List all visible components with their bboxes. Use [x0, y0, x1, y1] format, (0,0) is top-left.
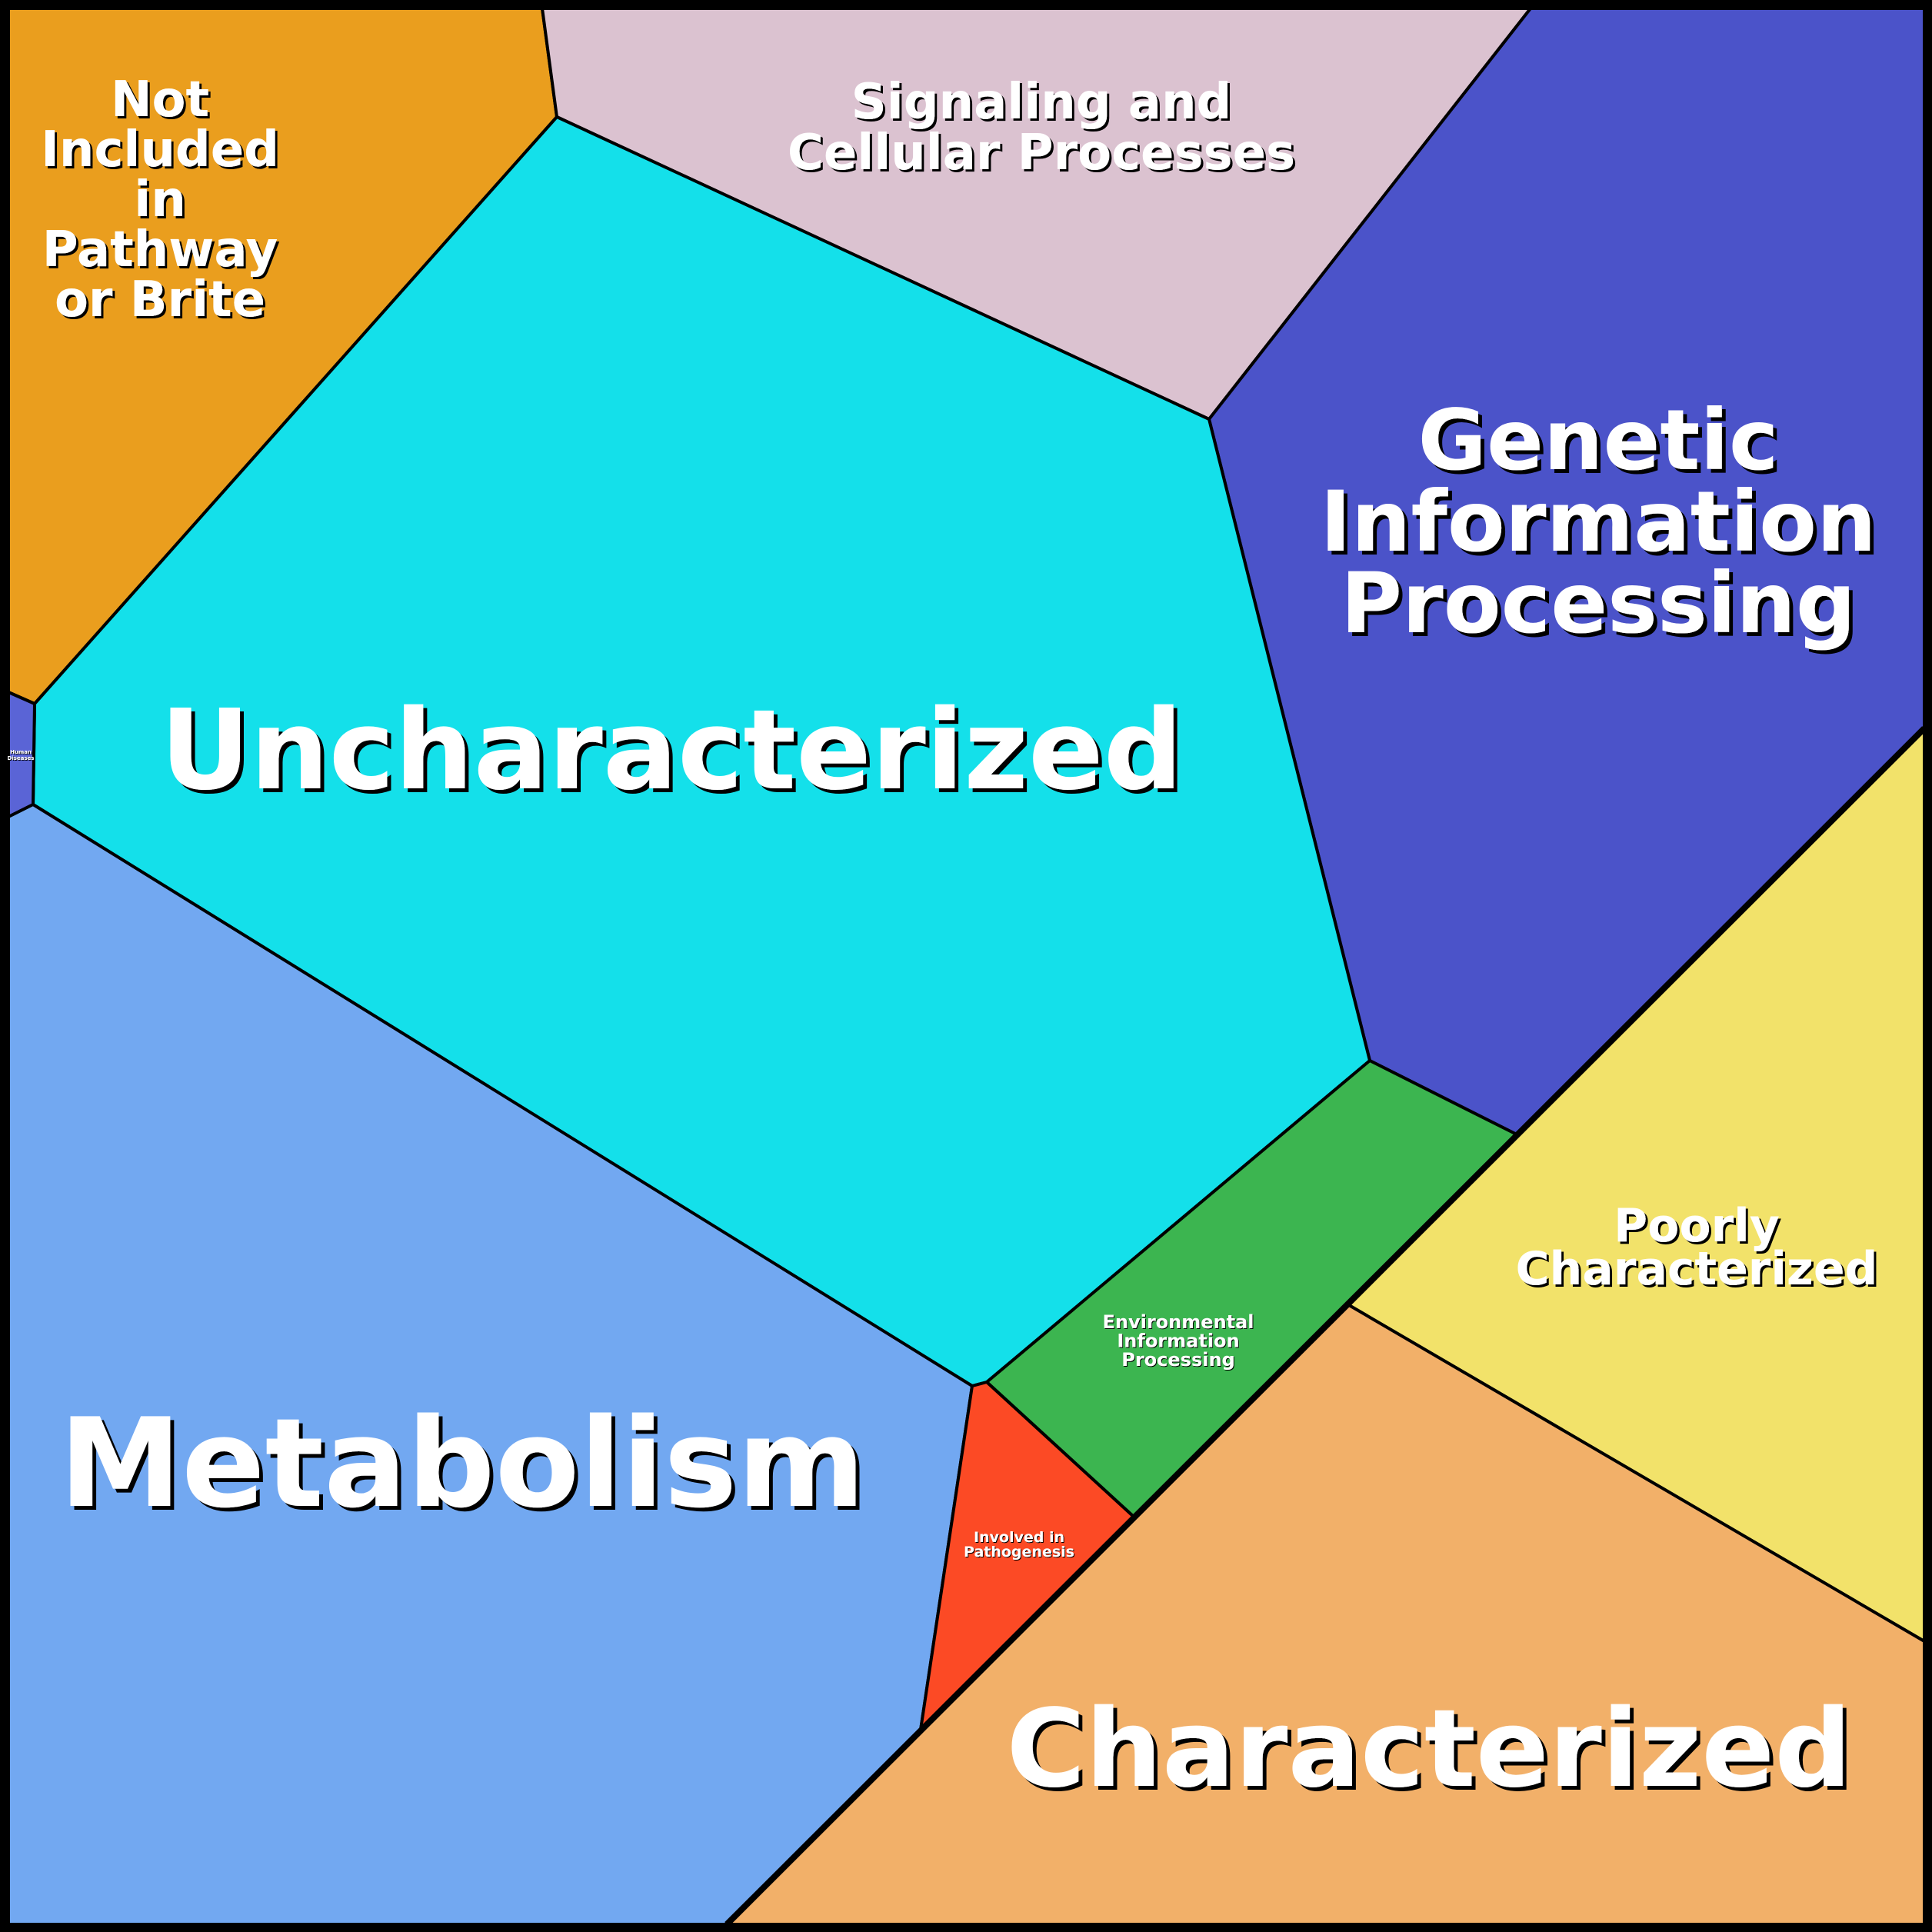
label-line: Information — [1320, 473, 1876, 571]
uncharacterized-label: Uncharacterized — [160, 685, 1182, 814]
label-line: Human — [10, 749, 32, 755]
label-line: or Brite — [55, 271, 265, 328]
top-level-divider — [724, 726, 1927, 1927]
label-line: Genetic — [1418, 391, 1779, 489]
label-line: Characterized — [1007, 1687, 1852, 1812]
label-line: Pathogenesis — [964, 1544, 1074, 1561]
label-line: Environmental — [1102, 1311, 1254, 1333]
label-line: Uncharacterized — [160, 685, 1182, 814]
label-line: Processing — [1121, 1349, 1234, 1371]
metabolism-label: Metabolism — [59, 1391, 865, 1535]
label-line: Involved in — [974, 1529, 1064, 1546]
label-line: Information — [1117, 1331, 1239, 1352]
label-line: Pathway — [42, 222, 278, 278]
label-line: Included — [41, 122, 279, 178]
label-line: Poorly — [1614, 1199, 1780, 1253]
characterized-label: Characterized — [1007, 1687, 1852, 1812]
label-line: Cellular Processes — [788, 125, 1295, 182]
label-line: Diseases — [8, 755, 35, 761]
label-line: in — [134, 172, 186, 228]
label-line: Not — [111, 72, 209, 128]
label-line: Metabolism — [59, 1391, 865, 1535]
label-line: Characterized — [1516, 1242, 1878, 1296]
label-line: Signaling and — [851, 74, 1232, 131]
label-line: Processing — [1341, 555, 1856, 652]
